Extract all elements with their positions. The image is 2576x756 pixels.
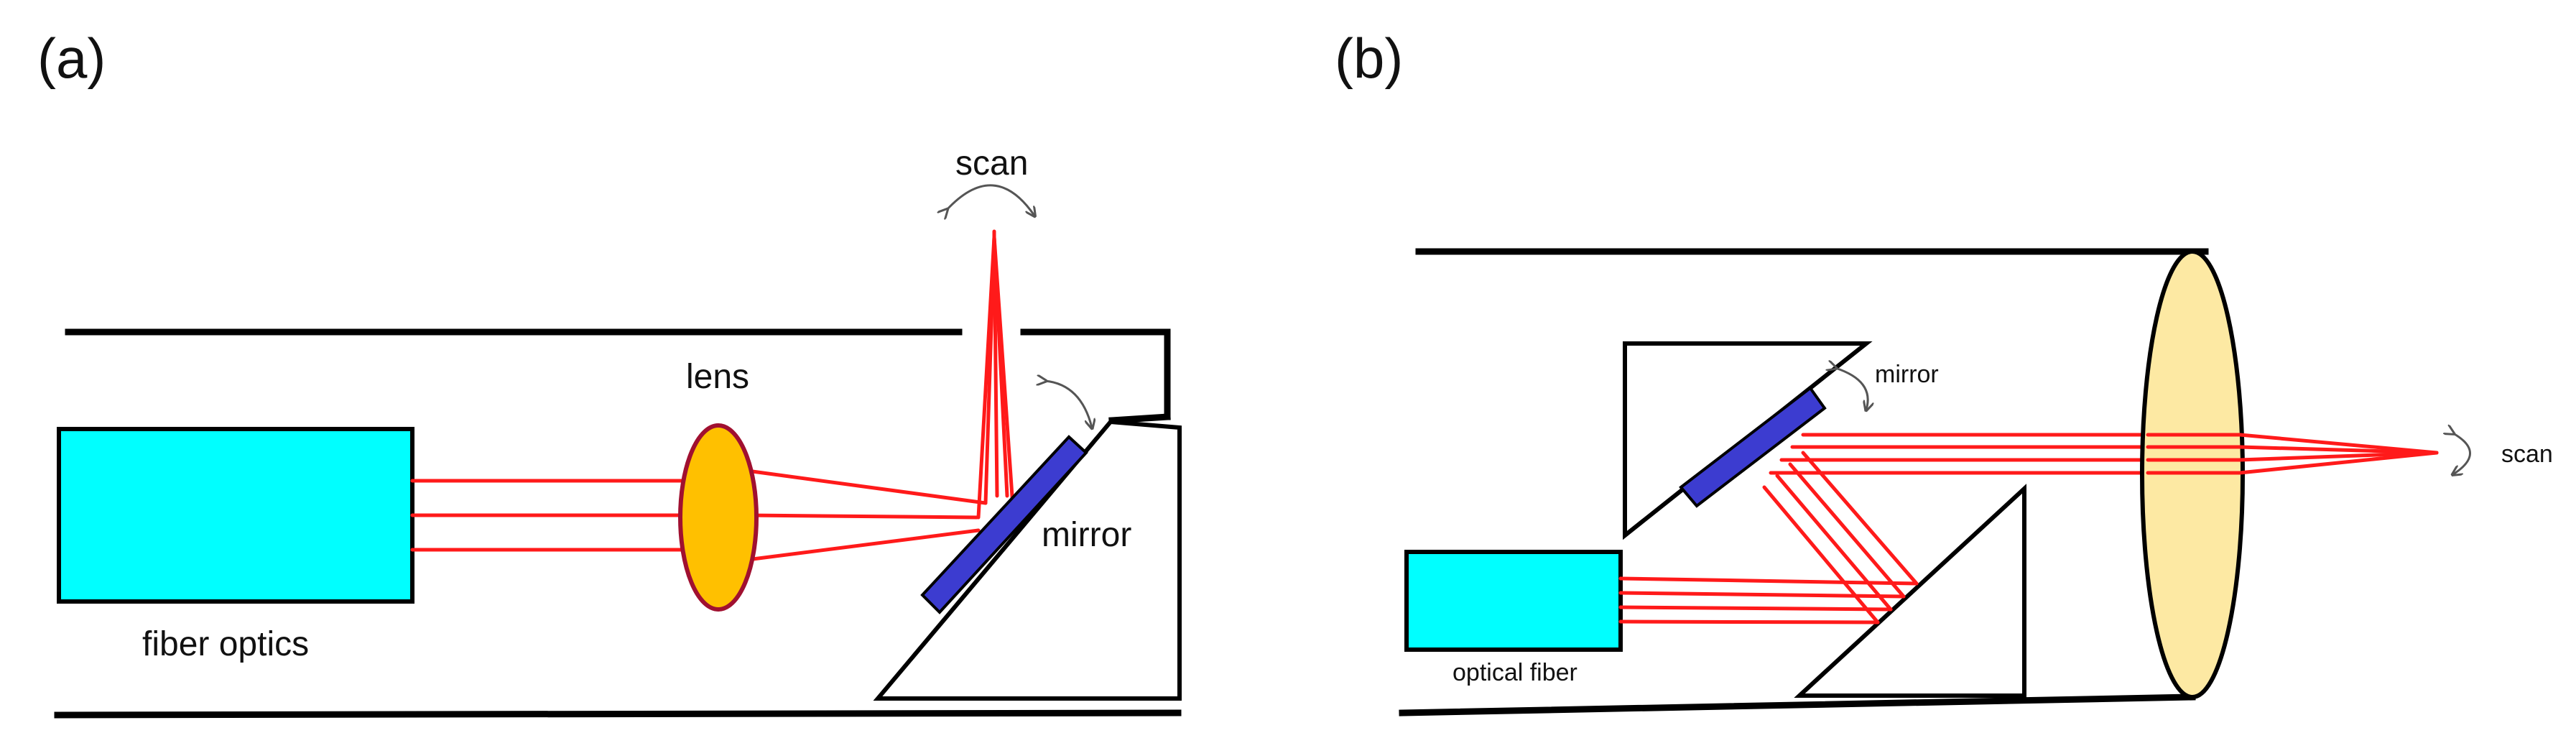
mirror <box>1679 386 1827 508</box>
mirror-rotation-arrow-icon <box>1045 381 1092 428</box>
beam <box>2238 445 2439 455</box>
lens-label: lens <box>686 358 749 396</box>
beam <box>1618 605 1893 612</box>
mount-top-edge <box>1108 413 1171 424</box>
panel-a: (a) fiber optics lens mirror <box>37 27 1182 719</box>
scan-arrow-icon <box>947 184 1034 216</box>
panel-b-label: (b) <box>1335 27 1403 90</box>
beam <box>2238 451 2439 475</box>
cylinder-bottom-wall <box>1399 693 2196 716</box>
optical-fiber-label: optical fiber <box>1453 659 1577 686</box>
beam <box>983 235 996 505</box>
tube-bottom-wall <box>54 709 1182 719</box>
scan-arrow-icon <box>2453 433 2471 474</box>
beam <box>2238 433 2439 455</box>
beam <box>745 469 988 505</box>
beam <box>745 528 981 562</box>
lens <box>678 423 759 612</box>
mirror <box>920 435 1088 614</box>
beam <box>2238 451 2439 462</box>
beam <box>1788 462 1906 599</box>
scan-label: scan <box>2501 441 2553 468</box>
beam <box>1762 485 1880 624</box>
lower-prism <box>1794 484 2026 698</box>
fiber-optics-label: fiber optics <box>142 625 309 663</box>
beam <box>1775 474 1893 612</box>
fiber-optics-box <box>57 427 414 604</box>
mirror-label: mirror <box>1042 516 1131 554</box>
optical-fiber-box <box>1404 550 1623 652</box>
mirror-mount-prism <box>873 419 1182 701</box>
beam <box>745 513 979 520</box>
panel-a-label: (a) <box>37 27 106 90</box>
mirror-label: mirror <box>1875 361 1939 388</box>
mirror-rotation-arrow-icon <box>1835 368 1868 410</box>
panel-b: (b) optical fiber <box>1335 27 2553 716</box>
scan-label: scan <box>955 144 1028 183</box>
beam <box>992 235 1015 509</box>
beam <box>1618 591 1906 599</box>
beam <box>1618 576 1919 586</box>
